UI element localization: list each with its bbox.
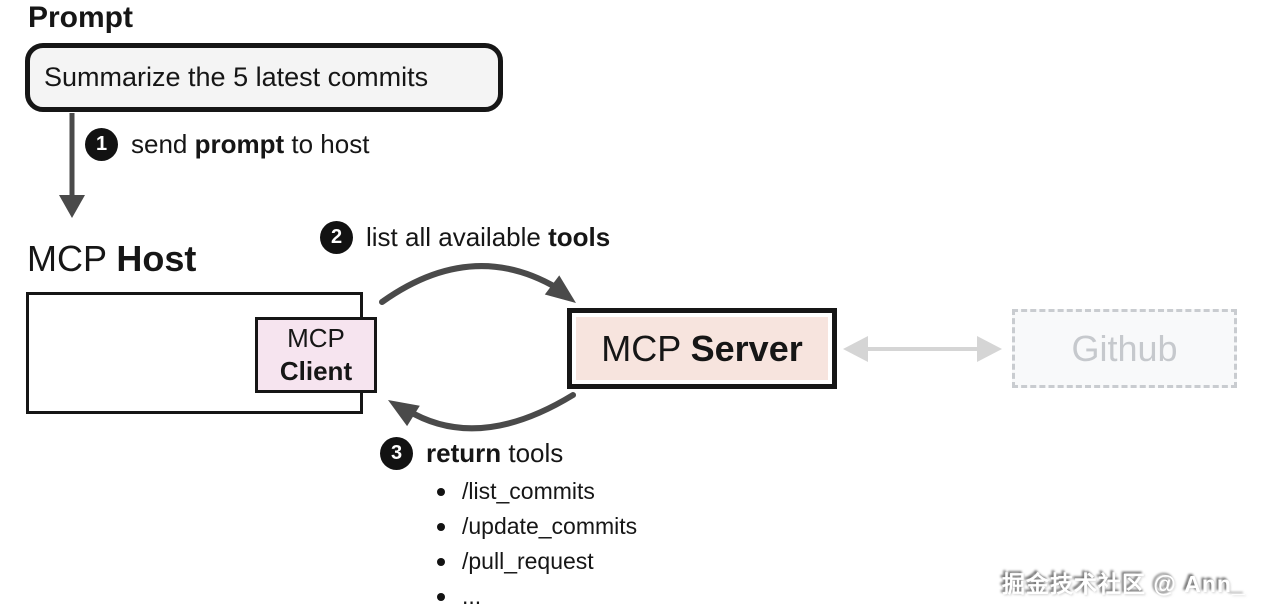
mcp-client-line1: MCP	[287, 323, 345, 353]
prompt-bubble-text: Summarize the 5 latest commits	[44, 62, 429, 92]
list-tools-arc	[379, 263, 576, 305]
return-tools-arc	[388, 392, 576, 432]
bullet-icon	[437, 522, 445, 531]
step-1-label: send prompt to host	[131, 129, 370, 159]
bullet-icon	[437, 557, 445, 566]
tool-item-update-commits: /update_commits	[437, 509, 637, 544]
step-1-badge: 1	[85, 128, 118, 161]
step-return-tools: 3 return tools	[380, 437, 563, 470]
step-list-tools: 2 list all available tools	[320, 221, 610, 254]
mcp-host-label: MCP Host	[27, 238, 197, 279]
step-3-badge: 3	[380, 437, 413, 470]
prompt-bubble: Summarize the 5 latest commits	[25, 43, 503, 112]
step-send-prompt: 1 send prompt to host	[85, 128, 369, 161]
step-3-label: return tools	[426, 438, 564, 468]
tools-list: /list_commits /update_commits /pull_requ…	[437, 474, 637, 614]
mcp-server-label: MCP Server	[601, 327, 803, 369]
prompt-heading: Prompt	[28, 1, 133, 34]
mcp-server-box: MCP Server	[567, 308, 837, 389]
mcp-client-box: MCP Client	[255, 317, 377, 393]
watermark: 掘金技术社区 @ Ann_	[1002, 571, 1246, 597]
bullet-icon	[437, 592, 445, 601]
tool-item-pull-request: /pull_request	[437, 544, 637, 579]
step-2-label: list all available tools	[366, 222, 611, 252]
step-2-badge: 2	[320, 221, 353, 254]
github-label: Github	[1071, 327, 1178, 369]
bullet-icon	[437, 487, 445, 496]
github-box: Github	[1012, 309, 1237, 388]
tool-item-list-commits: /list_commits	[437, 474, 637, 509]
send-prompt-arrow	[59, 113, 85, 218]
tool-item-ellipsis: ...	[437, 579, 637, 614]
mcp-client-line2: Client	[279, 356, 353, 386]
server-github-arrow	[843, 336, 1002, 362]
